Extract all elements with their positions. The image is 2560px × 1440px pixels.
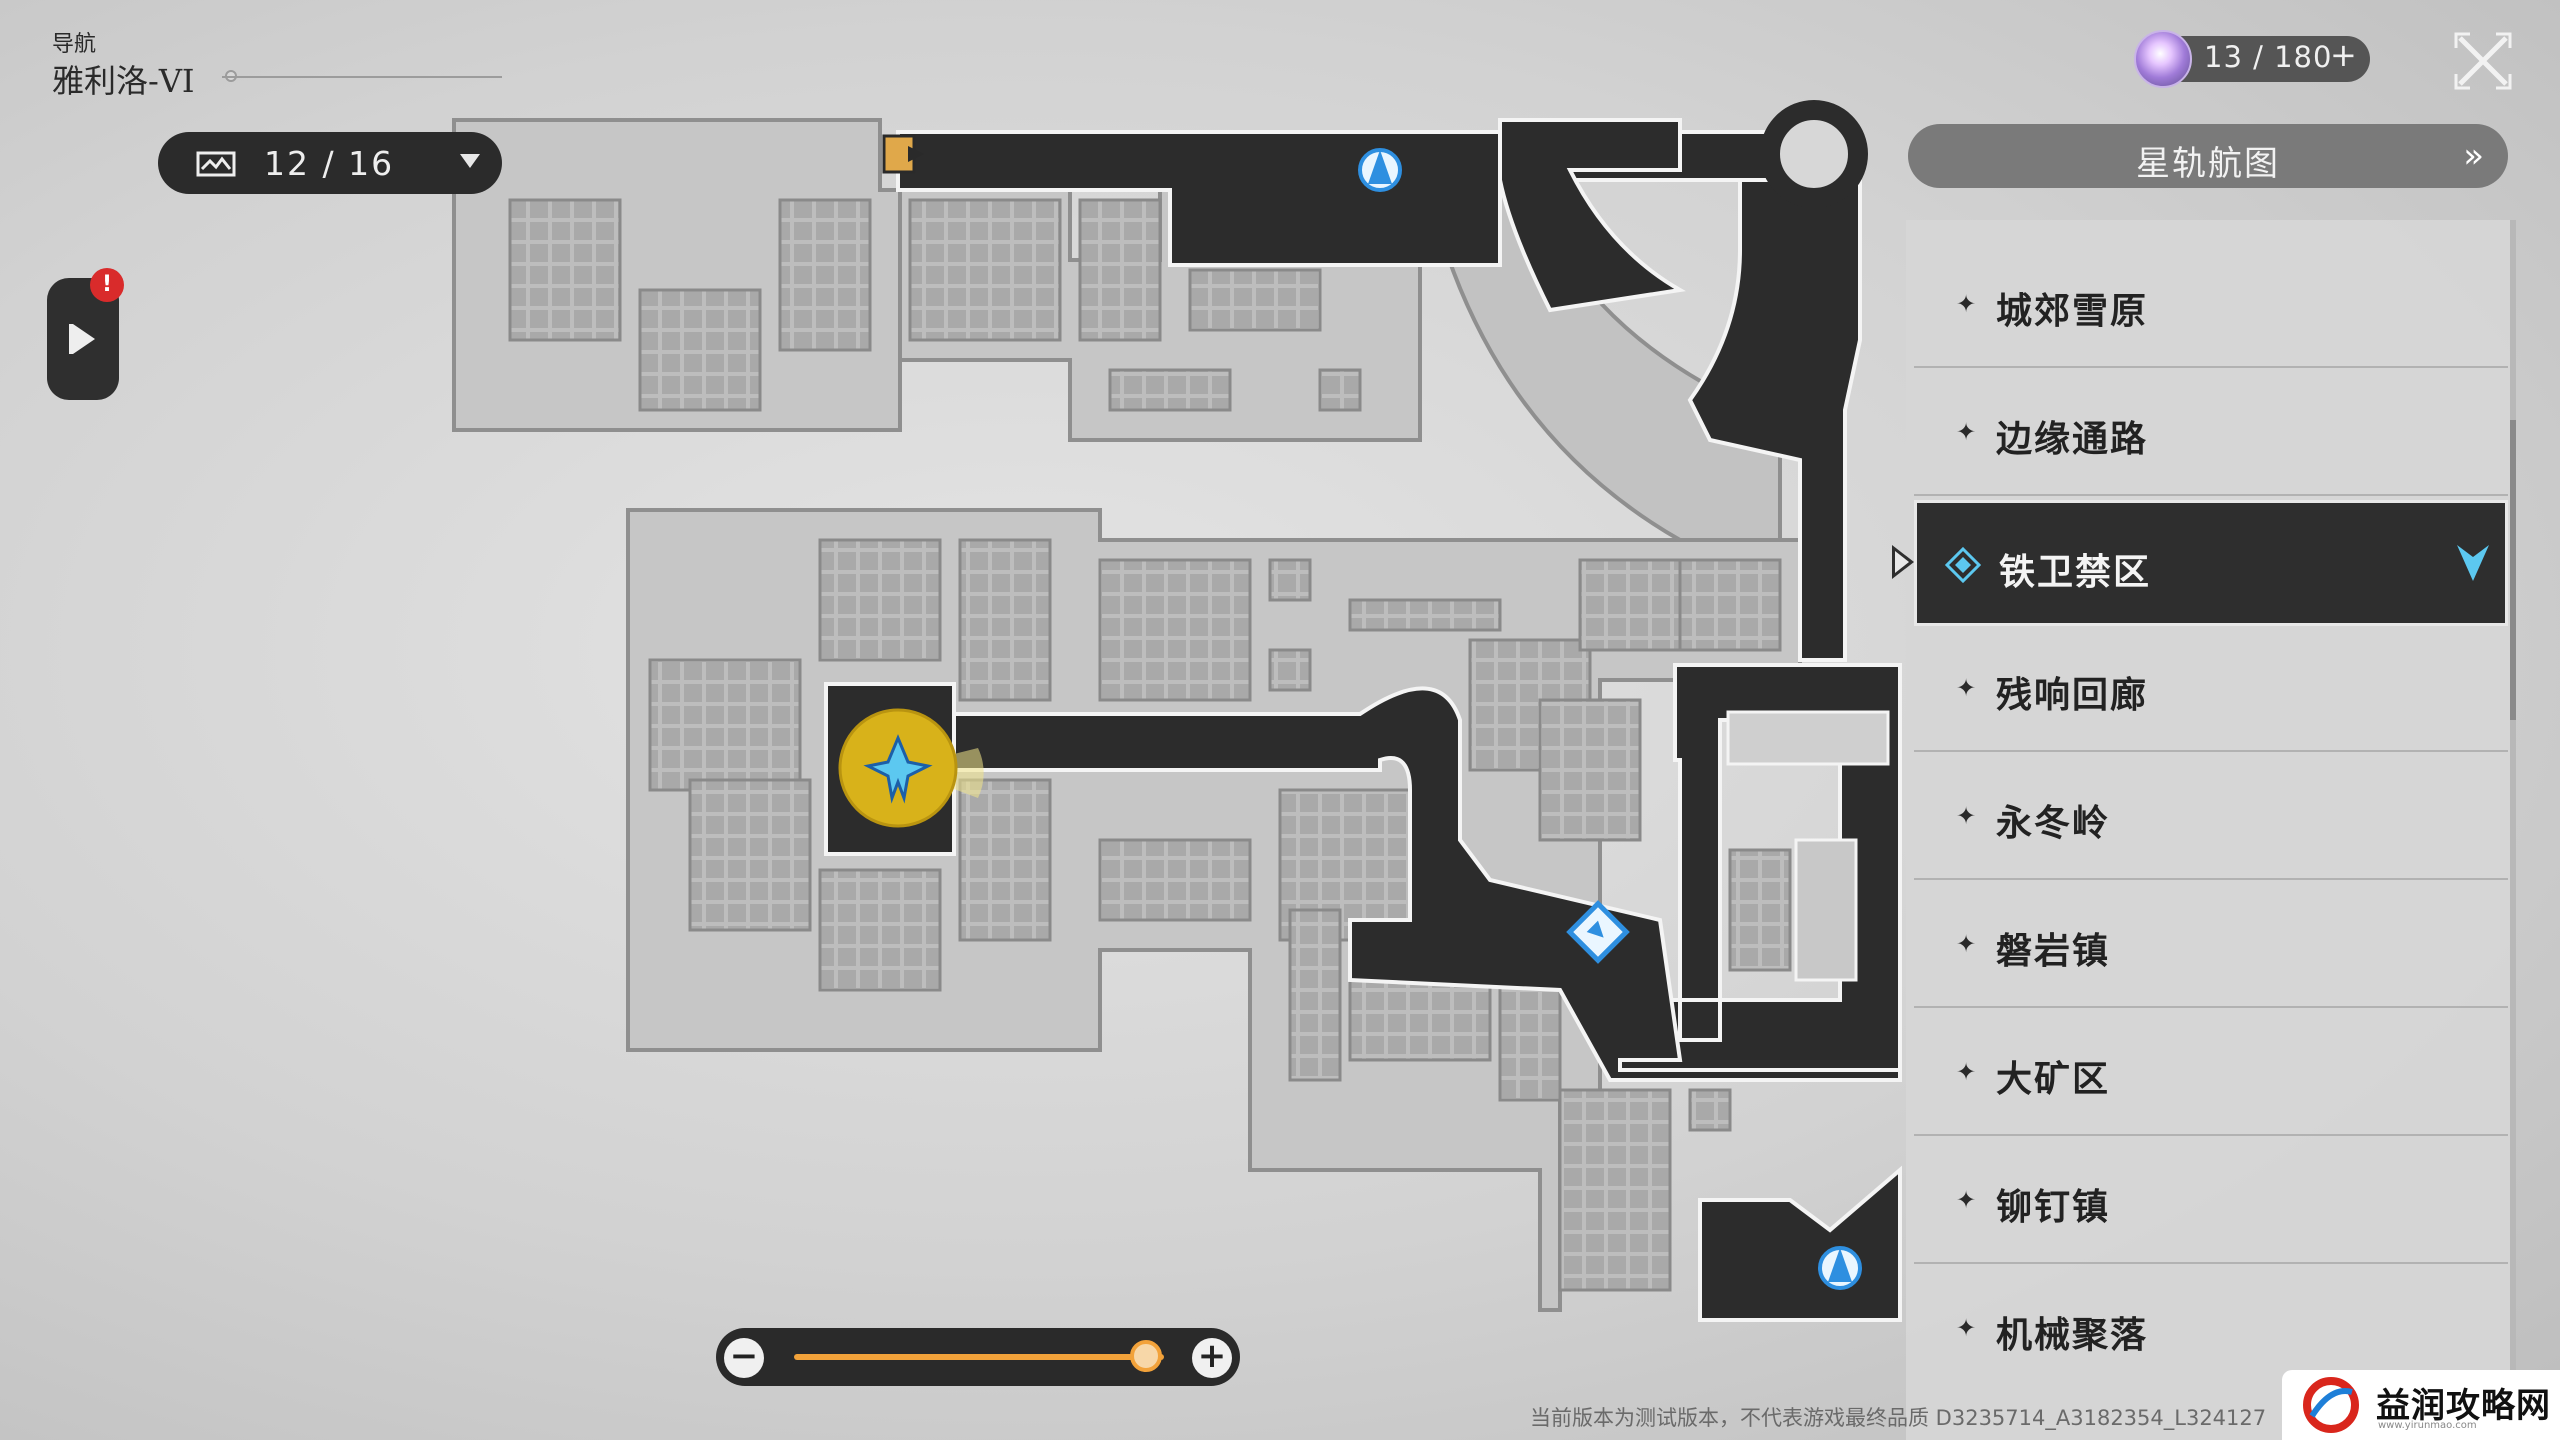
bullet-icon: ✦ [1956, 418, 1977, 446]
location-marker-icon [2457, 545, 2489, 581]
nav-label: 导航 [52, 32, 97, 57]
area-item-label: 永冬岭 [1996, 803, 2111, 844]
area-item-label: 大矿区 [1996, 1059, 2111, 1100]
bullet-icon: ✦ [1956, 1186, 1977, 1214]
area-item-label: 边缘通路 [1996, 419, 2149, 460]
map-buildings [508, 198, 1792, 1292]
area-item[interactable]: ✦ 机械聚落 [1914, 1266, 2508, 1392]
map-inner-block [1794, 838, 1858, 982]
double-chevron-right-icon: » [2463, 136, 2484, 176]
panel-title: 星轨航图 [2136, 144, 2280, 184]
warp-trotter-icon[interactable] [1566, 900, 1630, 964]
selection-pointer-inner [1895, 551, 1909, 573]
area-item[interactable]: ✦ 永冬岭 [1914, 754, 2508, 880]
map-roundabout [1760, 100, 1868, 208]
map-floor-icon [196, 151, 236, 177]
area-item-selected[interactable]: 铁卫禁区 [1914, 500, 2508, 626]
zoom-out-button[interactable]: − [724, 1338, 764, 1378]
exit-door-icon[interactable] [882, 134, 924, 174]
trailblaze-power-icon [2134, 30, 2192, 88]
star-rail-map-button[interactable]: 星轨航图 » [1908, 124, 2508, 188]
close-icon[interactable] [2452, 30, 2514, 92]
zoom-in-button[interactable]: + [1192, 1338, 1232, 1378]
bullet-icon: ✦ [1956, 802, 1977, 830]
currency-add-button[interactable]: + [2330, 36, 2357, 74]
map-walkable-paths [824, 118, 1902, 1322]
area-item[interactable]: ✦ 城郊雪原 [1914, 242, 2508, 368]
area-list-scrollbar[interactable] [2510, 220, 2516, 1440]
nav-underline [222, 76, 502, 78]
bullet-icon: ✦ [1956, 930, 1977, 958]
alert-badge: ! [90, 268, 124, 302]
bullet-icon: ✦ [1956, 1314, 1977, 1342]
watermark-text: 益润攻略网 [2376, 1386, 2551, 1426]
area-item-label: 城郊雪原 [1996, 291, 2149, 332]
current-area-icon [1945, 547, 1981, 583]
zoom-slider[interactable] [794, 1354, 1164, 1360]
bullet-icon: ✦ [1956, 1058, 1977, 1086]
area-item[interactable]: ✦ 残响回廊 [1914, 626, 2508, 752]
area-item[interactable]: ✦ 磐岩镇 [1914, 882, 2508, 1008]
watermark-url: www.yirunmao.com [2378, 1420, 2477, 1431]
map-inner-wall [1726, 710, 1890, 766]
watermark-logo-icon [2303, 1377, 2359, 1433]
planet-name: 雅利洛-VI [52, 62, 195, 100]
space-anchor-icon[interactable] [1358, 148, 1402, 192]
area-item[interactable]: ✦ 铆钉镇 [1914, 1138, 2508, 1264]
area-item-label: 机械聚落 [1996, 1315, 2149, 1356]
area-item[interactable]: ✦ 大矿区 [1914, 1010, 2508, 1136]
bullet-icon: ✦ [1956, 674, 1977, 702]
play-bar-icon [69, 324, 73, 354]
currency-count: 13 / 180 [2204, 40, 2333, 74]
bullet-icon: ✦ [1956, 290, 1977, 318]
area-item-label: 残响回廊 [1996, 675, 2149, 716]
area-list[interactable] [1906, 220, 2510, 1440]
play-icon [73, 324, 95, 354]
space-anchor-icon[interactable] [1818, 1246, 1862, 1290]
chevron-down-icon [460, 154, 480, 168]
area-list-scroll-thumb[interactable] [2510, 420, 2516, 720]
area-item-label: 铆钉镇 [1996, 1187, 2111, 1228]
area-item-label: 磐岩镇 [1996, 931, 2111, 972]
area-item-label: 铁卫禁区 [1999, 552, 2152, 593]
floor-selector[interactable]: 12 / 16 [158, 132, 502, 194]
area-item[interactable]: ✦ 边缘通路 [1914, 370, 2508, 496]
player-position-icon [838, 708, 984, 828]
version-disclaimer: 当前版本为测试版本，不代表游戏最终品质 D3235714_A3182354_L3… [1530, 1406, 2267, 1430]
floor-value: 12 / 16 [264, 143, 395, 183]
zoom-slider-handle[interactable] [1129, 1340, 1162, 1372]
